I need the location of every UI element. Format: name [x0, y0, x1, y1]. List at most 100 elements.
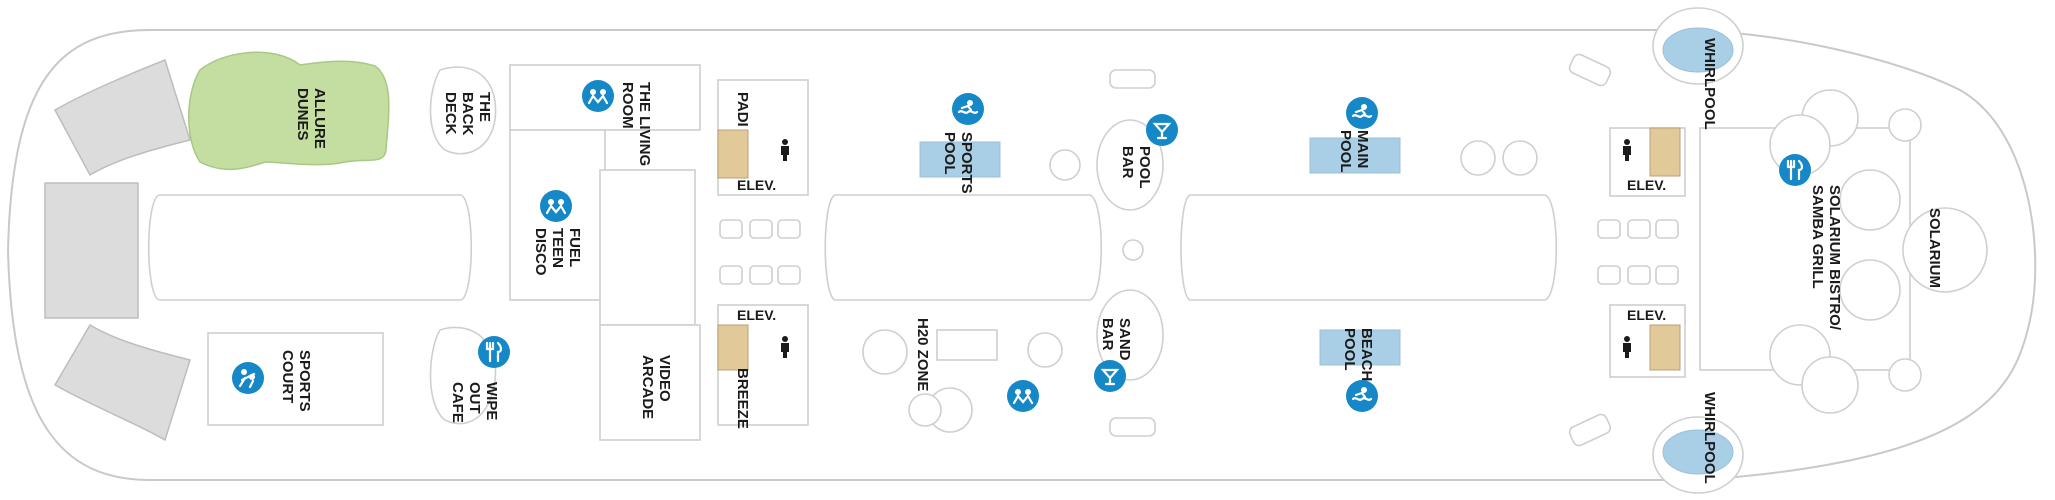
solarium-cabanas — [1769, 89, 1988, 414]
svg-text:VIDEO: VIDEO — [656, 355, 673, 402]
stern-seating-middle — [44, 182, 139, 319]
dining-icon[interactable] — [478, 336, 510, 368]
aft-walkway — [147, 194, 473, 301]
svg-text:SOLARIUM BISTRO/: SOLARIUM BISTRO/ — [1826, 185, 1843, 331]
svg-text:ARCADE: ARCADE — [639, 355, 656, 419]
deck-chair-bottom-mid — [1109, 417, 1156, 437]
elevator-label-fwd-top: ELEV. — [1627, 177, 1666, 193]
label-beach-pool: BEACH POOL — [1341, 328, 1375, 381]
svg-text:OUT: OUT — [466, 382, 483, 414]
beach-pool-water — [1319, 329, 1401, 366]
whirlpool-top-water — [1662, 27, 1734, 73]
h20-zone-feature-4 — [1027, 332, 1063, 368]
svg-text:PADI: PADI — [734, 92, 751, 127]
svg-text:SPORTS: SPORTS — [296, 350, 313, 412]
svg-text:DECK: DECK — [442, 92, 459, 135]
label-padi: PADI — [734, 92, 751, 127]
svg-text:TEEN: TEEN — [549, 228, 566, 268]
svg-text:POOL: POOL — [1341, 328, 1358, 371]
kids-club-icon[interactable] — [540, 190, 572, 222]
svg-text:ROOM: ROOM — [619, 82, 636, 129]
elevator-label-aft-bottom: ELEV. — [737, 307, 776, 323]
svg-text:SAMBA GRILL: SAMBA GRILL — [1809, 185, 1826, 289]
pool-bar-counter — [1096, 119, 1164, 211]
kids-club-icon[interactable] — [1007, 380, 1039, 412]
aft-stairs-top — [717, 129, 749, 179]
main-pool-feature-1 — [1460, 140, 1496, 176]
svg-text:THE: THE — [476, 92, 493, 122]
sand-bar-counter — [1096, 289, 1164, 381]
label-whirlpool-top: WHIRLPOOL — [1701, 38, 1718, 130]
main-pool-feature-2 — [1502, 140, 1538, 176]
svg-text:WHIRLPOOL: WHIRLPOOL — [1701, 392, 1718, 484]
label-sports-pool: SPORTS POOL — [941, 132, 975, 194]
svg-text:POOL: POOL — [1337, 130, 1354, 173]
deck-chair-top-mid — [1109, 69, 1156, 89]
midship-walkway-left — [824, 194, 1103, 301]
svg-text:THE LIVING: THE LIVING — [636, 82, 653, 166]
restroom-icon — [1623, 336, 1631, 358]
elevator-label-aft-top: ELEV. — [737, 177, 776, 193]
pool-icon[interactable] — [1346, 380, 1378, 412]
allure-dunes-course — [188, 51, 390, 171]
label-allure-dunes: ALLURE DUNES — [294, 88, 328, 149]
svg-text:FUEL: FUEL — [566, 228, 583, 267]
kids-club-icon[interactable] — [232, 362, 264, 394]
svg-text:WIPE: WIPE — [483, 382, 500, 420]
svg-text:BAR: BAR — [1099, 318, 1116, 351]
back-deck-lounge — [429, 66, 497, 155]
fwd-stairs-top — [1649, 127, 1681, 177]
svg-text:CAFE: CAFE — [449, 382, 466, 423]
sports-pool-side-feature — [1049, 149, 1081, 181]
aft-center-block — [599, 169, 696, 326]
pool-icon[interactable] — [952, 93, 984, 125]
label-h20-zone: H20 ZONE — [914, 318, 931, 391]
h20-zone-feature-1 — [862, 329, 908, 375]
restroom-icon — [781, 139, 789, 161]
cocktail-icon[interactable] — [1094, 360, 1126, 392]
svg-text:WHIRLPOOL: WHIRLPOOL — [1701, 38, 1718, 130]
svg-text:DUNES: DUNES — [294, 88, 311, 141]
sports-pool-water — [919, 141, 1001, 178]
svg-text:SAND: SAND — [1116, 318, 1133, 361]
fwd-stairs-bottom — [1649, 324, 1681, 371]
label-wipe-out-cafe: WIPE OUT CAFE — [449, 382, 500, 423]
restroom-icon — [1623, 139, 1631, 161]
svg-text:BREEZE: BREEZE — [734, 368, 751, 429]
label-back-deck: THE BACK DECK — [442, 92, 493, 135]
label-fuel-teen-disco: FUEL TEEN DISCO — [532, 228, 583, 276]
dining-icon[interactable] — [1779, 154, 1811, 186]
label-sports-court: SPORTS COURT — [279, 350, 313, 412]
fwd-seating-rows — [1597, 219, 1679, 285]
label-whirlpool-bottom: WHIRLPOOL — [1701, 392, 1718, 484]
label-pool-bar: POOL BAR — [1119, 146, 1153, 189]
label-solarium-bistro: SOLARIUM BISTRO/ SAMBA GRILL — [1809, 185, 1843, 331]
whirlpool-bottom-water — [1662, 429, 1734, 475]
svg-text:COURT: COURT — [279, 350, 296, 403]
label-solarium: SOLARIUM — [1926, 208, 1943, 288]
h20-zone-pad — [936, 329, 998, 361]
label-sand-bar: SAND BAR — [1099, 318, 1133, 361]
svg-text:H20 ZONE: H20 ZONE — [914, 318, 931, 391]
aft-stairs-bottom — [717, 324, 749, 371]
midship-walkway-right — [1180, 194, 1558, 301]
elevator-label-fwd-bottom: ELEV. — [1627, 307, 1666, 323]
svg-text:POOL: POOL — [1136, 146, 1153, 189]
svg-text:SPORTS: SPORTS — [958, 132, 975, 194]
svg-text:BAR: BAR — [1119, 146, 1136, 179]
deck-chair-bottom-fwd — [1568, 413, 1612, 447]
stern-seating-bottom — [53, 323, 191, 442]
svg-text:POOL: POOL — [941, 132, 958, 175]
svg-text:BEACH: BEACH — [1358, 328, 1375, 381]
pool-icon[interactable] — [1346, 97, 1378, 129]
midship-center-feature — [1122, 239, 1144, 261]
deck-chair-top-fwd — [1568, 53, 1612, 87]
label-video-arcade: VIDEO ARCADE — [639, 355, 673, 419]
aft-seating-rows — [719, 219, 801, 285]
cocktail-icon[interactable] — [1146, 114, 1178, 146]
kids-club-icon[interactable] — [582, 80, 614, 112]
svg-text:BACK: BACK — [459, 92, 476, 135]
label-breeze: BREEZE — [734, 368, 751, 429]
restroom-icon — [781, 336, 789, 358]
